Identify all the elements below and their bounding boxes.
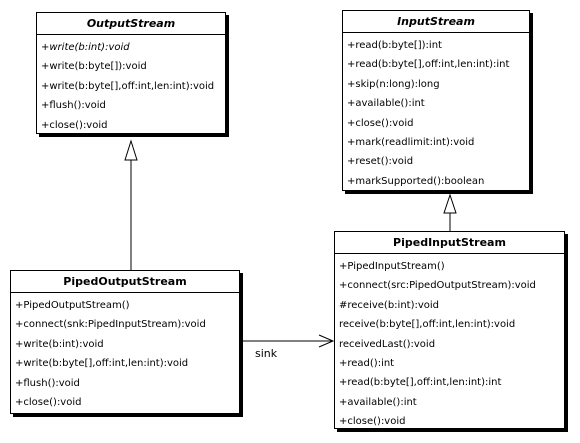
method-item: +close():void <box>347 117 414 129</box>
generalization-arrowhead-input <box>443 193 457 214</box>
method-list: +read(b:byte[]):int +read(b:byte[],off:i… <box>343 33 529 193</box>
class-name: PipedOutputStream <box>11 271 239 293</box>
method-list: +PipedOutputStream() +connect(snk:PipedI… <box>11 293 239 414</box>
method-item: +write(b:int):void <box>41 42 130 53</box>
method-item: +PipedOutputStream() <box>15 300 130 311</box>
method-item: +write(b:int):void <box>15 338 104 350</box>
method-item: +available():int <box>339 396 417 408</box>
class-output-stream[interactable]: OutputStream +write(b:int):void +write(b… <box>36 12 226 134</box>
method-item: +flush():void <box>15 377 80 389</box>
method-item: #receive(b:int):void <box>339 299 440 311</box>
method-item: +read():int <box>339 358 395 370</box>
method-item: +flush():void <box>41 100 106 112</box>
method-item: +write(b:byte[],off:int,len:int):void <box>15 358 189 370</box>
method-item: +PipedInputStream() <box>339 261 445 272</box>
method-item: +close():void <box>339 416 406 428</box>
class-piped-input-stream[interactable]: PipedInputStream +PipedInputStream() +co… <box>334 231 565 429</box>
method-item: +connect(src:PipedOutputStream):void <box>339 280 536 292</box>
class-name: PipedInputStream <box>335 232 564 254</box>
class-piped-output-stream[interactable]: PipedOutputStream +PipedOutputStream() +… <box>10 270 240 414</box>
method-item: +skip(n:long):long <box>347 78 440 90</box>
class-name: InputStream <box>343 11 529 33</box>
association-label-sink: sink <box>255 347 278 360</box>
method-list: +write(b:int):void +write(b:byte[]):void… <box>37 35 225 137</box>
method-item: +close():void <box>15 397 82 409</box>
association-arrowhead-sink <box>318 334 335 348</box>
method-item: receive(b:byte[],off:int,len:int):void <box>339 319 516 331</box>
generalization-arrowhead-output <box>124 139 138 161</box>
method-item: +read(b:byte[],off:int,len:int):int <box>347 59 510 71</box>
class-name: OutputStream <box>37 13 225 35</box>
method-item: +available():int <box>347 98 425 110</box>
method-item: receivedLast():void <box>339 338 436 350</box>
method-item: +connect(snk:PipedInputStream):void <box>15 319 206 331</box>
method-item: +mark(readlimit:int):void <box>347 137 475 149</box>
method-item: +read(b:byte[],off:int,len:int):int <box>339 377 502 389</box>
method-item: +write(b:byte[]):void <box>41 61 147 73</box>
method-item: +reset():void <box>347 156 414 168</box>
method-item: +close():void <box>41 119 108 131</box>
method-list: +PipedInputStream() +connect(src:PipedOu… <box>335 254 564 434</box>
method-item: +markSupported():boolean <box>347 175 485 187</box>
method-item: +read(b:byte[]):int <box>347 40 442 51</box>
method-item: +write(b:byte[],off:int,len:int):void <box>41 80 215 92</box>
class-input-stream[interactable]: InputStream +read(b:byte[]):int +read(b:… <box>342 10 530 191</box>
